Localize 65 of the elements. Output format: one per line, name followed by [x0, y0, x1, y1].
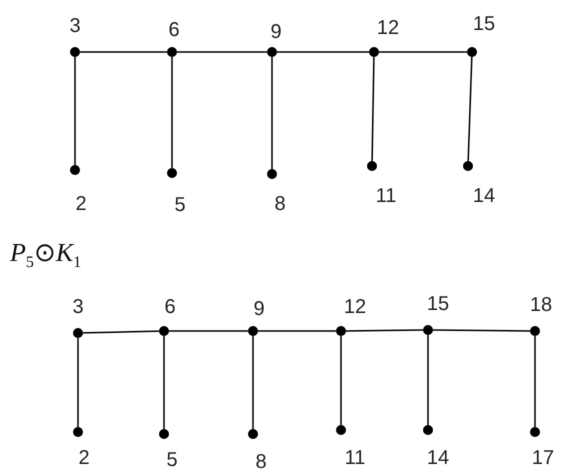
vertex-dot — [423, 425, 433, 435]
vertex-dot — [167, 168, 177, 178]
vertex-dot — [248, 326, 258, 336]
vertex-dot — [73, 427, 83, 437]
vertex-dot — [463, 161, 473, 171]
vertex-dot — [159, 429, 169, 439]
vertex-dot — [167, 47, 177, 57]
vertex-label: 12 — [344, 297, 366, 317]
graph-edge — [171, 57, 173, 168]
vertex-label: 2 — [78, 448, 90, 468]
graph-edge — [467, 56, 473, 162]
vertex-dot — [367, 161, 377, 171]
vertex-label: 11 — [344, 448, 366, 468]
vertex-label: 9 — [270, 22, 282, 42]
graph-edge — [82, 330, 160, 334]
graph-edge — [252, 336, 254, 429]
vertex-label: 8 — [274, 194, 286, 214]
graph-edge — [258, 330, 336, 332]
vertex-label: 14 — [472, 186, 496, 206]
graph-edge — [346, 329, 424, 332]
graph-edge — [379, 51, 467, 53]
graph-edge — [163, 336, 165, 429]
vertex-label: 15 — [426, 294, 450, 314]
vertex-dot — [336, 326, 346, 336]
vertex-label: 17 — [532, 448, 554, 468]
graph-edge — [80, 51, 167, 53]
vertex-label: 9 — [253, 299, 265, 319]
vertex-label: 18 — [530, 295, 552, 315]
graph-edge — [74, 57, 76, 165]
graph-edge — [277, 51, 369, 53]
vertex-label: 12 — [376, 18, 400, 38]
vertex-label: 3 — [69, 16, 81, 36]
vertex-dot — [267, 47, 277, 57]
graph-edge — [427, 335, 429, 425]
vertex-dot — [336, 425, 346, 435]
graph-edge — [177, 51, 267, 53]
vertex-dot — [70, 165, 80, 175]
graph-edge — [433, 329, 530, 332]
graph-edge — [77, 338, 79, 427]
vertex-dot — [530, 326, 540, 336]
vertex-label: 15 — [472, 14, 496, 34]
vertex-dot — [73, 328, 83, 338]
graph-notation: P$_{5}$⊙K$_{1}$ — [10, 238, 82, 274]
vertex-dot — [530, 427, 540, 437]
vertex-dot — [467, 47, 477, 57]
vertex-label: 6 — [164, 297, 176, 317]
graph-edge — [340, 336, 342, 425]
vertex-label: 11 — [376, 186, 396, 206]
graph-edge — [271, 57, 273, 169]
vertex-dot — [248, 429, 258, 439]
vertex-label: 8 — [255, 452, 267, 470]
graph-edge — [169, 330, 248, 332]
vertex-label: 5 — [174, 195, 186, 215]
vertex-label: 6 — [168, 20, 180, 40]
graph-edge — [534, 336, 536, 427]
vertex-label: 3 — [72, 297, 84, 317]
vertex-dot — [423, 325, 433, 335]
vertex-dot — [159, 326, 169, 336]
vertex-label: 5 — [166, 450, 178, 470]
vertex-dot — [267, 169, 277, 179]
vertex-label: 14 — [426, 448, 450, 468]
vertex-dot — [70, 47, 80, 57]
vertex-dot — [369, 47, 379, 57]
graph-edge — [371, 56, 375, 162]
vertex-label: 2 — [75, 194, 87, 214]
